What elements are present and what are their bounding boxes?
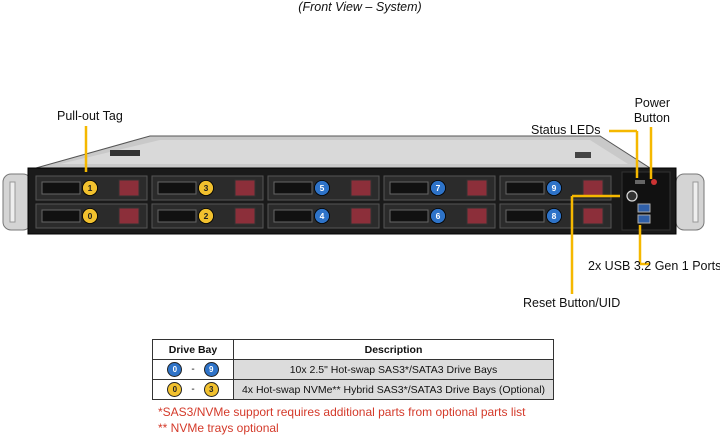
bay-description: 10x 2.5" Hot-swap SAS3*/SATA3 Drive Bays [233,359,554,380]
drive-bay-number: 2 [204,211,209,221]
drive-tray-0[interactable]: 0 [35,203,148,229]
drive-tray-8[interactable]: 8 [499,203,612,229]
left-rack-ear [2,173,32,231]
drive-bay-badge [198,180,214,196]
usb-port-2[interactable] [637,214,651,224]
drive-tray-vent [582,207,604,225]
table-header-drive-bay: Drive Bay [152,339,234,360]
drive-tray-4[interactable]: 4 [267,203,380,229]
drive-bay-number: 5 [320,183,325,193]
bay-badge-to: 9 [203,362,219,377]
pull-out-tag-slot [110,150,140,156]
drive-tray-latch[interactable] [389,209,429,223]
drive-tray-vent [234,179,256,197]
drive-bay-number: 7 [436,183,441,193]
bay-badge-from: 0 [167,362,183,377]
drive-tray-latch[interactable] [389,181,429,195]
power-button[interactable] [651,179,657,185]
drive-bay-number: 4 [320,211,325,221]
table-row: 0-9 10x 2.5" Hot-swap SAS3*/SATA3 Drive … [152,359,554,380]
drive-bay-badge [430,180,446,196]
callout-pull-out-tag: Pull-out Tag [57,109,123,123]
server-front-view: 1 3 5 7 9 0 2 4 6 8 [2,126,705,294]
drive-tray-vent [234,207,256,225]
drive-bay-table: Drive Bay Description 0-9 10x 2.5" Hot-s… [152,339,554,400]
bay-range-sep: - [191,384,195,395]
drive-tray-latch[interactable] [273,209,313,223]
bay-badge-from: 0 [167,382,183,397]
drive-tray-2[interactable]: 2 [151,203,264,229]
table-row: 0-3 4x Hot-swap NVMe** Hybrid SAS3*/SATA… [152,379,554,400]
drive-tray-latch[interactable] [505,209,545,223]
drive-bay-grid: 1 3 5 7 9 0 2 4 6 8 [35,175,612,229]
drive-bay-badge [82,208,98,224]
drive-tray-vent [118,179,140,197]
table-header-description: Description [233,339,554,360]
reset-button[interactable] [626,190,638,202]
chassis-top-panel [60,140,628,164]
bay-badge-to: 3 [203,382,219,397]
drive-tray-5[interactable]: 5 [267,175,380,201]
drive-tray-latch[interactable] [157,181,197,195]
drive-tray-vent [466,207,488,225]
drive-tray-latch[interactable] [41,181,81,195]
footnote-sas3-nvme: *SAS3/NVMe support requires additional p… [158,405,526,419]
drive-bay-badge [198,208,214,224]
drive-tray-3[interactable]: 3 [151,175,264,201]
drive-tray-6[interactable]: 6 [383,203,496,229]
drive-bay-number: 6 [436,211,441,221]
drive-tray-vent [350,207,372,225]
drive-tray-vent [350,179,372,197]
drive-bay-badge [546,180,562,196]
bay-range-cell: 0-3 [152,379,234,400]
right-rack-ear-handle [692,181,699,223]
drive-tray-latch[interactable] [157,209,197,223]
drive-bay-badge [314,180,330,196]
left-rack-ear-handle [9,181,16,223]
bay-range-sep: - [191,364,195,375]
drive-tray-vent [118,207,140,225]
top-vent [575,152,591,158]
drive-tray-latch[interactable] [41,209,81,223]
drive-bay-badge [82,180,98,196]
figure-caption: (Front View – System) [298,0,422,14]
drive-bay-badge [546,208,562,224]
drive-tray-7[interactable]: 7 [383,175,496,201]
callout-lines [84,126,653,294]
drive-tray-latch[interactable] [505,181,545,195]
drive-tray-vent [466,179,488,197]
callout-status-leds: Status LEDs [531,123,601,137]
drive-tray-1[interactable]: 1 [35,175,148,201]
drive-tray-latch[interactable] [273,181,313,195]
drive-bay-number: 1 [88,183,93,193]
drive-tray-vent [582,179,604,197]
status-leds [635,180,645,184]
table-header-row: Drive Bay Description [152,339,554,360]
callout-power-button-line2: Button [633,111,670,125]
callout-reset-button: Reset Button/UID [523,296,621,310]
drive-bay-number: 3 [204,183,209,193]
drive-bay-number: 9 [552,183,557,193]
bay-range-cell: 0-9 [152,359,234,380]
drive-bay-number: 8 [552,211,557,221]
callout-power-button-line1: Power [634,96,670,110]
footnote-nvme-trays: ** NVMe trays optional [158,421,279,435]
bay-description: 4x Hot-swap NVMe** Hybrid SAS3*/SATA3 Dr… [233,379,554,400]
drive-bay-number: 0 [88,211,93,221]
usb-port-1[interactable] [637,203,651,213]
right-rack-ear [675,173,705,231]
drive-bay-badge [314,208,330,224]
callout-usb-ports: 2x USB 3.2 Gen 1 Ports [588,259,720,273]
drive-bay-badge [430,208,446,224]
